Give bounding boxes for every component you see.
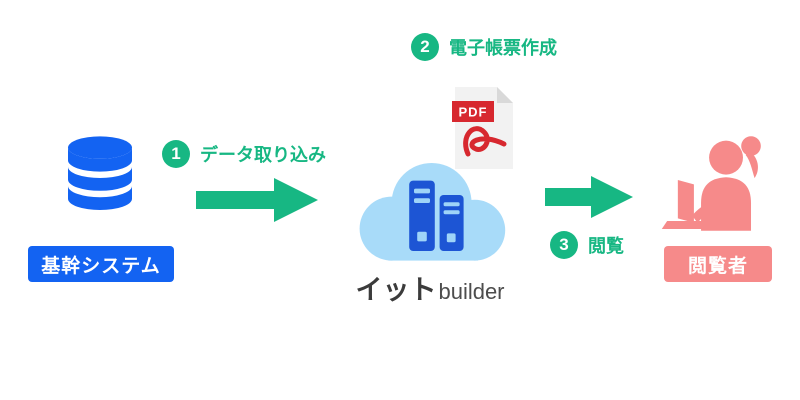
step-3-number-badge: 3	[550, 231, 578, 259]
pdf-file-icon: PDF	[452, 87, 513, 169]
person-arm	[692, 199, 719, 223]
brand-sub-text: builder	[438, 279, 505, 304]
pdf-banner	[452, 101, 494, 122]
pdf-banner-text: PDF	[459, 105, 488, 120]
brand-logo: イットbuilder	[338, 268, 522, 307]
viewer-person-icon	[661, 136, 761, 231]
pdf-page-fold	[497, 87, 513, 103]
arrow-shape	[545, 176, 633, 218]
laptop-base	[661, 220, 712, 230]
database-disk-2	[68, 166, 132, 191]
step-1: 1 データ取り込み	[162, 140, 326, 168]
viewer-label: 閲覧者	[664, 246, 772, 282]
ponytail-icon	[741, 136, 761, 156]
brand-main-text: イット	[355, 275, 437, 305]
arrow-shape	[196, 178, 318, 222]
step-2: 2 電子帳票作成	[411, 33, 557, 61]
step-3: 3 閲覧	[550, 231, 624, 259]
step-3-label: 閲覧	[588, 236, 624, 256]
database-disk-3	[68, 186, 132, 210]
person-body	[701, 177, 752, 231]
server-binder-right-icon	[439, 195, 464, 251]
laptop-screen	[677, 179, 694, 223]
database-disk-1	[68, 147, 132, 172]
person-head	[709, 140, 743, 175]
step-1-number-badge: 1	[162, 140, 190, 168]
acrobat-swirl-icon	[463, 126, 507, 157]
ponytail-strand	[745, 151, 758, 179]
source-system-label: 基幹システム	[28, 246, 174, 282]
arrow-right-2-icon	[545, 176, 633, 218]
step-2-number-badge: 2	[411, 33, 439, 61]
step-1-label: データ取り込み	[200, 145, 326, 165]
database-top-disk	[68, 136, 132, 159]
step-2-label: 電子帳票作成	[449, 38, 557, 58]
database-icon	[68, 136, 132, 210]
server-binder-left-icon	[409, 180, 435, 251]
cloud-icon	[359, 163, 506, 261]
arrow-right-1-icon	[196, 178, 318, 222]
